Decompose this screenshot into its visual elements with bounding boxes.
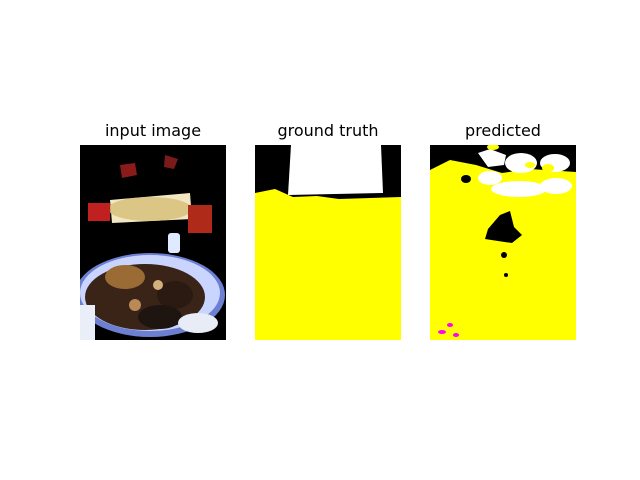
- predicted-panel: [430, 145, 576, 340]
- ground-truth-panel: [255, 145, 401, 340]
- input-image: [80, 145, 226, 340]
- panel-title-ground-truth: ground truth: [277, 121, 379, 140]
- ground-truth-mask: [255, 145, 401, 340]
- panel-title-predicted: predicted: [465, 121, 541, 140]
- panel-title-input-image: input image: [104, 121, 202, 140]
- input-image-panel: [80, 145, 226, 340]
- predicted-mask: [430, 145, 576, 340]
